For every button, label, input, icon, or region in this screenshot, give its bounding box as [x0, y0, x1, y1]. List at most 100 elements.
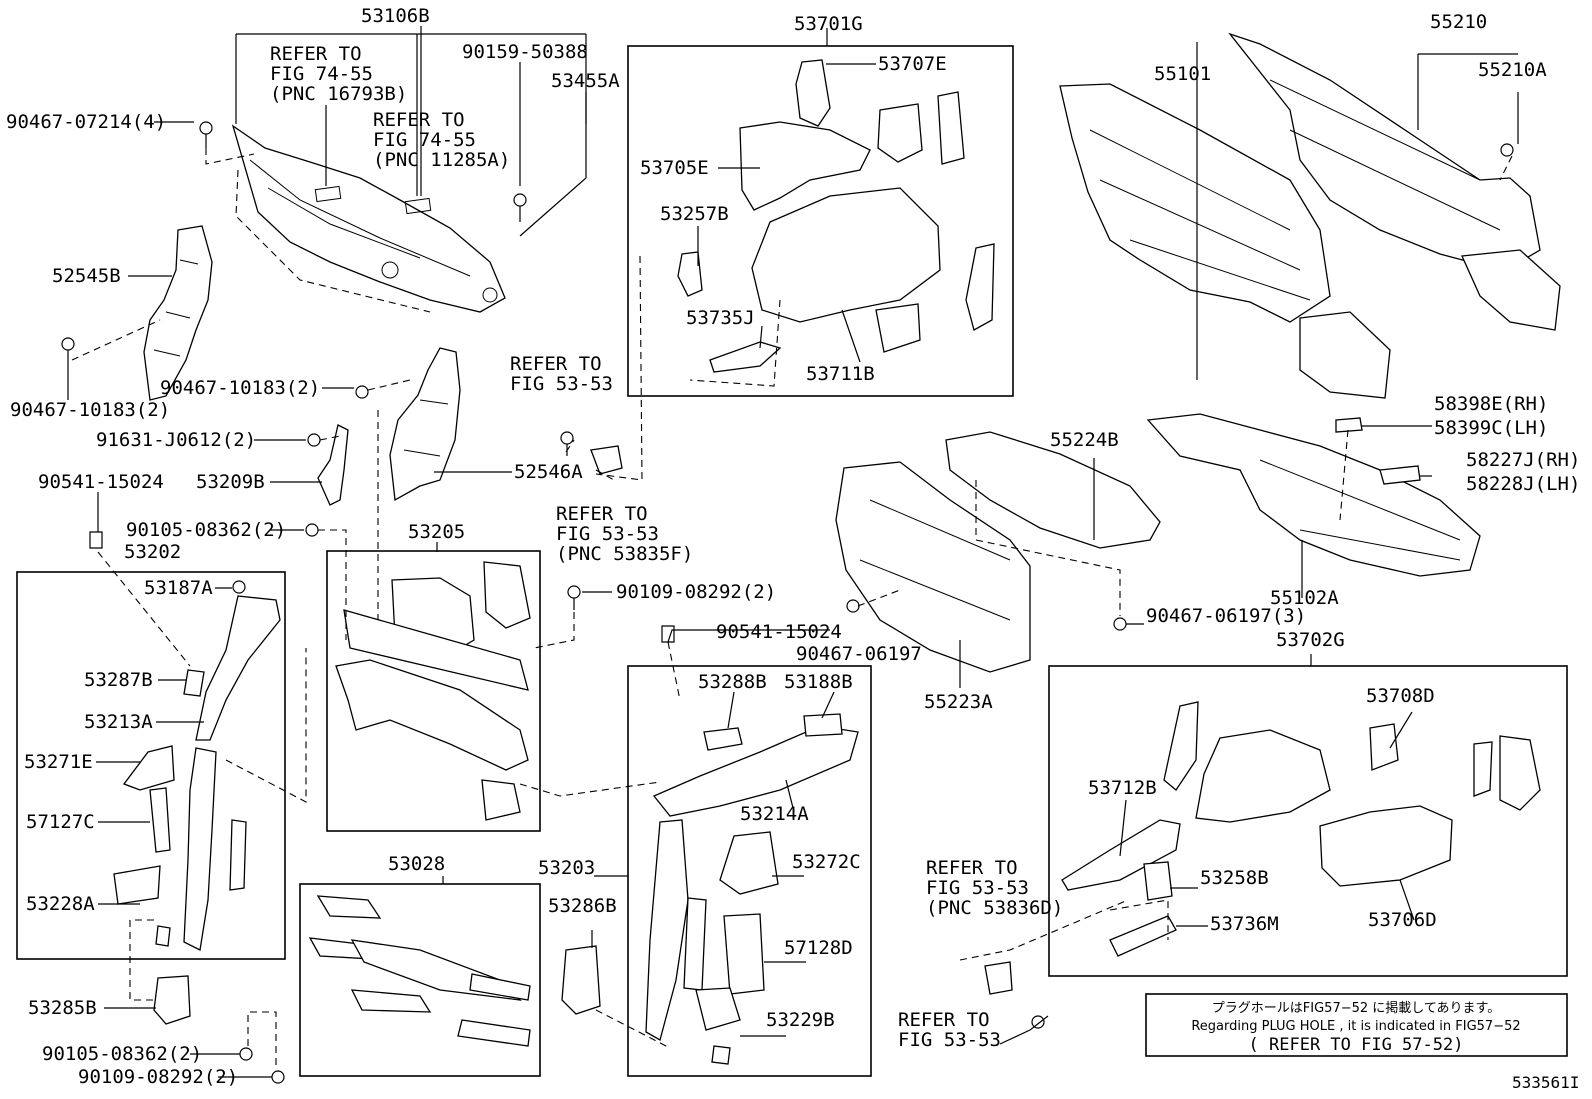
label-53214A: 53214A — [740, 803, 809, 825]
refer-53836D-line2: FIG 53-53 — [926, 877, 1029, 899]
label-90109-08292-mid: 90109-08292(2) — [616, 581, 776, 603]
label-90105-08362-top: 90105-08362(2) — [126, 519, 286, 541]
label-53228A: 53228A — [26, 893, 95, 915]
label-57127C: 57127C — [26, 811, 95, 833]
label-52545B: 52545B — [52, 265, 121, 287]
label-53205: 53205 — [408, 521, 465, 543]
note-box — [1145, 993, 1568, 1057]
part-53205-group-shapes — [335, 561, 531, 821]
label-91631-J0612: 91631-J0612(2) — [96, 429, 256, 451]
group-frame-53205 — [326, 550, 541, 832]
refer-11285A-line2: FIG 74-55 — [373, 129, 476, 151]
label-53286B: 53286B — [548, 895, 617, 917]
refer-fig53-53-b-line2: FIG 53-53 — [898, 1029, 1001, 1051]
label-53106B: 53106B — [361, 5, 430, 27]
label-90109-08292-bottom: 90109-08292(2) — [78, 1066, 238, 1088]
label-57128D: 57128D — [784, 937, 853, 959]
label-90467-06197: 90467-06197 — [796, 643, 922, 665]
label-53272C: 53272C — [792, 851, 861, 873]
label-53258B: 53258B — [1200, 867, 1269, 889]
label-53735J: 53735J — [686, 307, 755, 329]
label-55102A: 55102A — [1270, 587, 1339, 609]
group-frame-53202 — [16, 571, 286, 960]
label-58228J: 58228J(LH) — [1466, 473, 1580, 495]
refer-fig53-53-a-line2: FIG 53-53 — [510, 373, 613, 395]
refer-53836D-line1: REFER TO — [926, 857, 1018, 879]
label-53285B: 53285B — [28, 997, 97, 1019]
label-90467-06197-3: 90467-06197(3) — [1146, 605, 1306, 627]
part-53285B-shape — [153, 975, 191, 1025]
label-53213A: 53213A — [84, 711, 153, 733]
label-90467-10183-mid: 90467-10183(2) — [160, 377, 320, 399]
label-53706D: 53706D — [1368, 909, 1437, 931]
label-55224B: 55224B — [1050, 429, 1119, 451]
label-55210A: 55210A — [1478, 59, 1547, 81]
refer-53836D-line3: (PNC 53836D) — [926, 897, 1063, 919]
group-frame-53028 — [299, 883, 541, 1077]
label-53455A: 53455A — [551, 70, 620, 92]
label-53229B: 53229B — [766, 1009, 835, 1031]
label-53712B: 53712B — [1088, 777, 1157, 799]
label-53701G: 53701G — [794, 13, 863, 35]
refer-53835F-line3: (PNC 53835F) — [556, 543, 693, 565]
label-55223A: 55223A — [924, 691, 993, 713]
label-58227J: 58227J(RH) — [1466, 449, 1580, 471]
figure-id: 533561I — [1512, 1073, 1579, 1092]
label-53202: 53202 — [124, 541, 181, 563]
label-53705E: 53705E — [640, 157, 709, 179]
part-53209B-shape — [317, 424, 349, 506]
part-55101-shape — [1059, 83, 1391, 399]
label-53707E: 53707E — [878, 53, 947, 75]
label-90541-15024-mid: 90541-15024 — [716, 621, 842, 643]
part-53286B-shape — [561, 945, 601, 1015]
group-frame-53701G — [627, 45, 1014, 397]
note-line-refer: ( REFER TO FIG 57-52) — [1249, 1035, 1464, 1055]
label-53257B: 53257B — [660, 203, 729, 225]
label-53287B: 53287B — [84, 669, 153, 691]
label-53711B: 53711B — [806, 363, 875, 385]
refer-11285A-line1: REFER TO — [373, 109, 465, 131]
refer-53835F-line1: REFER TO — [556, 503, 648, 525]
label-90467-07214: 90467-07214(4) — [6, 111, 166, 133]
label-55101: 55101 — [1154, 63, 1211, 85]
refer-16793B-line3: (PNC 16793B) — [270, 83, 407, 105]
part-53203-group-shapes — [645, 713, 859, 1065]
label-53708D: 53708D — [1366, 685, 1435, 707]
label-90159-50388: 90159-50388 — [462, 41, 588, 63]
label-53187A: 53187A — [144, 577, 213, 599]
label-53288B: 53288B — [698, 671, 767, 693]
leader-lines — [67, 26, 1519, 1078]
group-frame-53702G — [1048, 665, 1568, 977]
label-53702G: 53702G — [1276, 629, 1345, 651]
label-53203: 53203 — [538, 857, 595, 879]
dashed-guide-lines — [71, 148, 1513, 1070]
part-53202-group-shapes — [113, 595, 281, 951]
part-small-bracket-shape — [590, 445, 623, 475]
refer-fig53-53-b-line1: REFER TO — [898, 1009, 990, 1031]
refer-11285A-line3: (PNC 11285A) — [373, 149, 510, 171]
note-line-en: Regarding PLUG HOLE , it is indicated in… — [1191, 1019, 1520, 1034]
refer-16793B-line2: FIG 74-55 — [270, 63, 373, 85]
part-52546A-shape — [389, 347, 461, 502]
part-53701G-group-shapes — [677, 59, 995, 373]
note-line-jp: プラグホールはFIG57−52 に掲載してあります。 — [1212, 1000, 1500, 1016]
refer-fig53-53-a-line1: REFER TO — [510, 353, 602, 375]
part-55224B-shape — [945, 431, 1161, 549]
label-90541-15024-left: 90541-15024 — [38, 471, 164, 493]
label-53209B: 53209B — [196, 471, 265, 493]
label-90105-08362-bottom: 90105-08362(2) — [42, 1043, 202, 1065]
part-bracket-53836D-shape — [984, 961, 1013, 995]
refer-53835F-line2: FIG 53-53 — [556, 523, 659, 545]
part-53106B-shape — [231, 124, 506, 313]
label-58398E: 58398E(RH) — [1434, 393, 1548, 415]
label-58399C: 58399C(LH) — [1434, 417, 1548, 439]
label-53736M: 53736M — [1210, 913, 1279, 935]
part-58398E-shape — [1335, 417, 1363, 433]
part-55223A-shape — [835, 461, 1031, 673]
part-52545B-shape — [143, 225, 213, 401]
label-90467-10183-left: 90467-10183(2) — [10, 399, 170, 421]
label-53188B: 53188B — [784, 671, 853, 693]
refer-16793B-line1: REFER TO — [270, 43, 362, 65]
label-52546A: 52546A — [514, 461, 583, 483]
